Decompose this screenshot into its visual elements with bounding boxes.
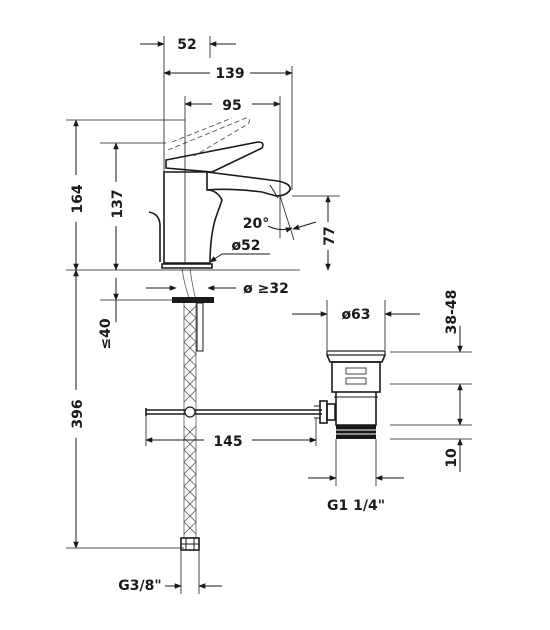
dimension-lines [66, 36, 472, 594]
dim-145: 145 [213, 434, 242, 450]
dim-137: 137 [110, 189, 126, 218]
dim-40: ≤40 [98, 318, 114, 349]
dim-phi-63: ø63 [341, 307, 370, 323]
dim-20-degrees: 20° [243, 216, 269, 232]
dim-10: 10 [444, 448, 460, 468]
waste-valve [314, 350, 386, 439]
dim-164: 164 [70, 184, 86, 213]
dimension-labels: 52 139 95 164 137 20° 77 ø52 ø ≥32 ≤40 3… [70, 37, 460, 594]
dim-396: 396 [70, 399, 86, 428]
dim-52-top: 52 [177, 37, 196, 53]
dim-77: 77 [322, 226, 338, 245]
supply-hose [180, 303, 200, 551]
dim-phi-32: ø ≥32 [243, 281, 289, 297]
dim-phi-52: ø52 [231, 238, 260, 254]
dim-38-48: 38-48 [444, 290, 460, 335]
dim-95: 95 [222, 98, 241, 114]
dim-139: 139 [215, 66, 244, 82]
faucet-body [148, 117, 291, 269]
mounting-assembly [172, 267, 214, 352]
dim-g3-8: G3/8" [118, 578, 161, 594]
popup-linkage [145, 406, 322, 418]
dim-g1-quarter: G1 1/4" [327, 498, 385, 514]
